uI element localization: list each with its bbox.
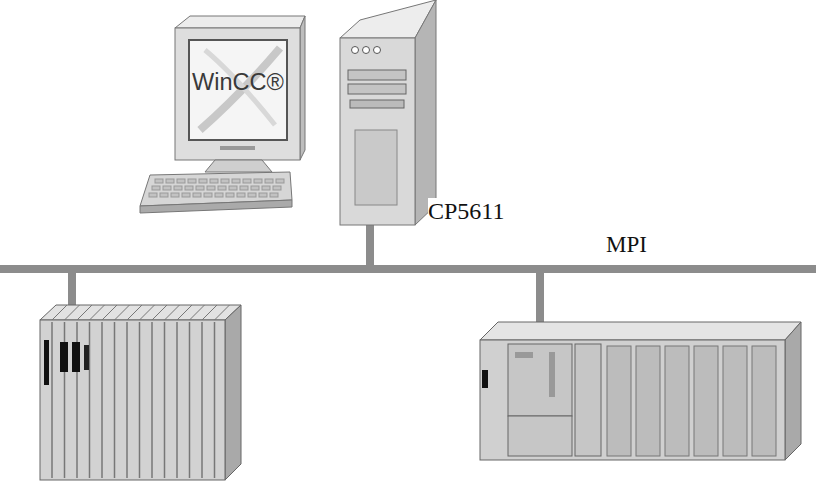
plc-rack-left bbox=[40, 305, 241, 480]
interface-card-label: CP5611 bbox=[428, 198, 504, 224]
bus-drop bbox=[68, 270, 76, 306]
pc-tower bbox=[340, 0, 436, 225]
screen-logo: WinCC® bbox=[192, 70, 284, 96]
bus-drop bbox=[536, 270, 544, 323]
monitor bbox=[175, 16, 305, 172]
plc-rack-right bbox=[480, 322, 801, 460]
bus-drop bbox=[366, 224, 374, 269]
keyboard bbox=[140, 172, 292, 213]
bus-label: MPI bbox=[606, 232, 647, 257]
mpi-bus bbox=[0, 265, 816, 273]
